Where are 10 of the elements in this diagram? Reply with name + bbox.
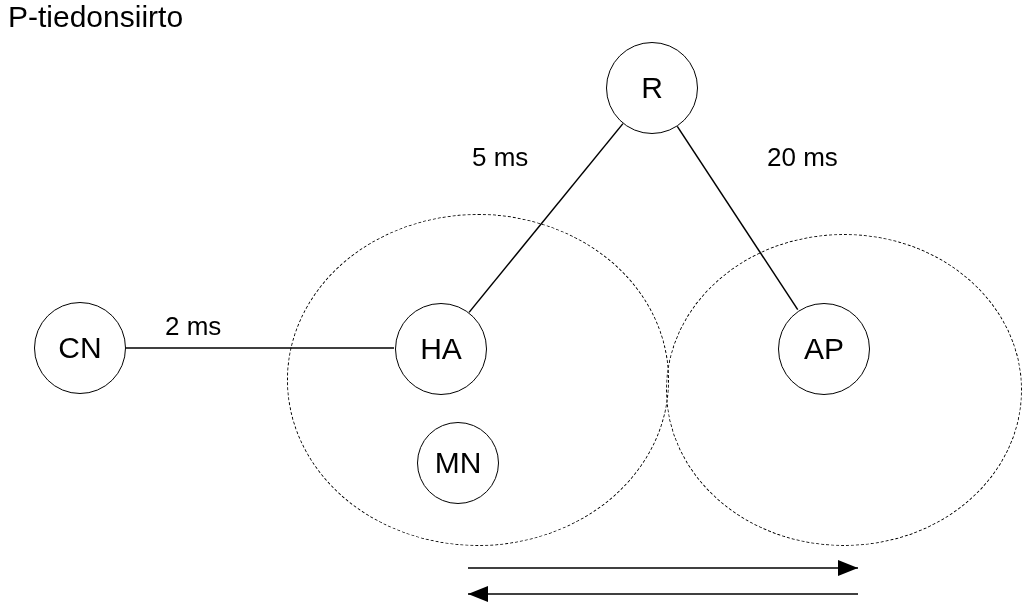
title: P-tiedonsiirto [8,2,184,32]
connector-line [125,347,395,349]
node-label: AP [804,334,844,364]
connector-line [676,125,799,311]
node-label: HA [420,334,462,364]
node-label: MN [434,448,482,478]
connector-line [468,122,624,314]
dashed-circle [287,214,669,546]
node-label: CN [58,333,102,363]
node-label: R [641,73,663,103]
